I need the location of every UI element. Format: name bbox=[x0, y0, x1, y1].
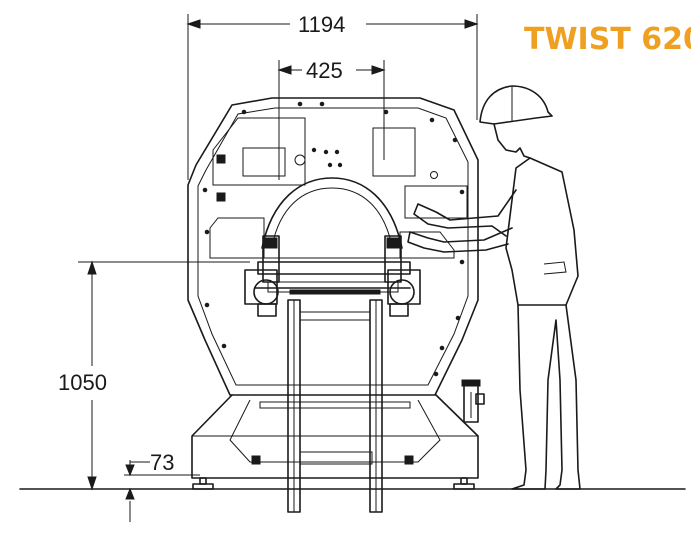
right-carriage bbox=[384, 235, 421, 317]
left-carriage bbox=[244, 235, 280, 317]
air-filter-regulator bbox=[461, 379, 485, 423]
left-panel-window bbox=[242, 147, 286, 177]
operator-hard-hat bbox=[479, 85, 553, 125]
model-title: TWIST 620 bbox=[524, 22, 691, 57]
housing-rivets bbox=[202, 101, 465, 377]
machine-housing bbox=[187, 97, 479, 396]
wrapping-machine bbox=[187, 97, 485, 513]
operator-torso bbox=[505, 157, 579, 306]
rotating-ring bbox=[261, 177, 403, 249]
dimension-overall-width: 1194 bbox=[186, 12, 479, 180]
left-door bbox=[212, 117, 306, 186]
dimension-inner-width: 425 bbox=[277, 58, 386, 180]
dimension-label-table-height: 1050 bbox=[58, 370, 107, 395]
dimension-label-inner-width: 425 bbox=[306, 58, 343, 83]
dimension-table-height: 1050 bbox=[58, 260, 250, 491]
machine-feet bbox=[192, 477, 475, 490]
right-panel-window bbox=[372, 127, 416, 177]
dimension-label-clearance: 73 bbox=[150, 450, 174, 475]
base-frame bbox=[191, 394, 479, 479]
operator-legs bbox=[511, 304, 581, 490]
turntable-deck bbox=[257, 261, 411, 275]
operator-figure bbox=[407, 85, 581, 490]
control-box bbox=[404, 185, 468, 219]
dimension-clearance: 73 bbox=[124, 450, 200, 522]
operator-arm bbox=[413, 189, 517, 237]
dimension-label-overall-width: 1194 bbox=[298, 12, 345, 37]
